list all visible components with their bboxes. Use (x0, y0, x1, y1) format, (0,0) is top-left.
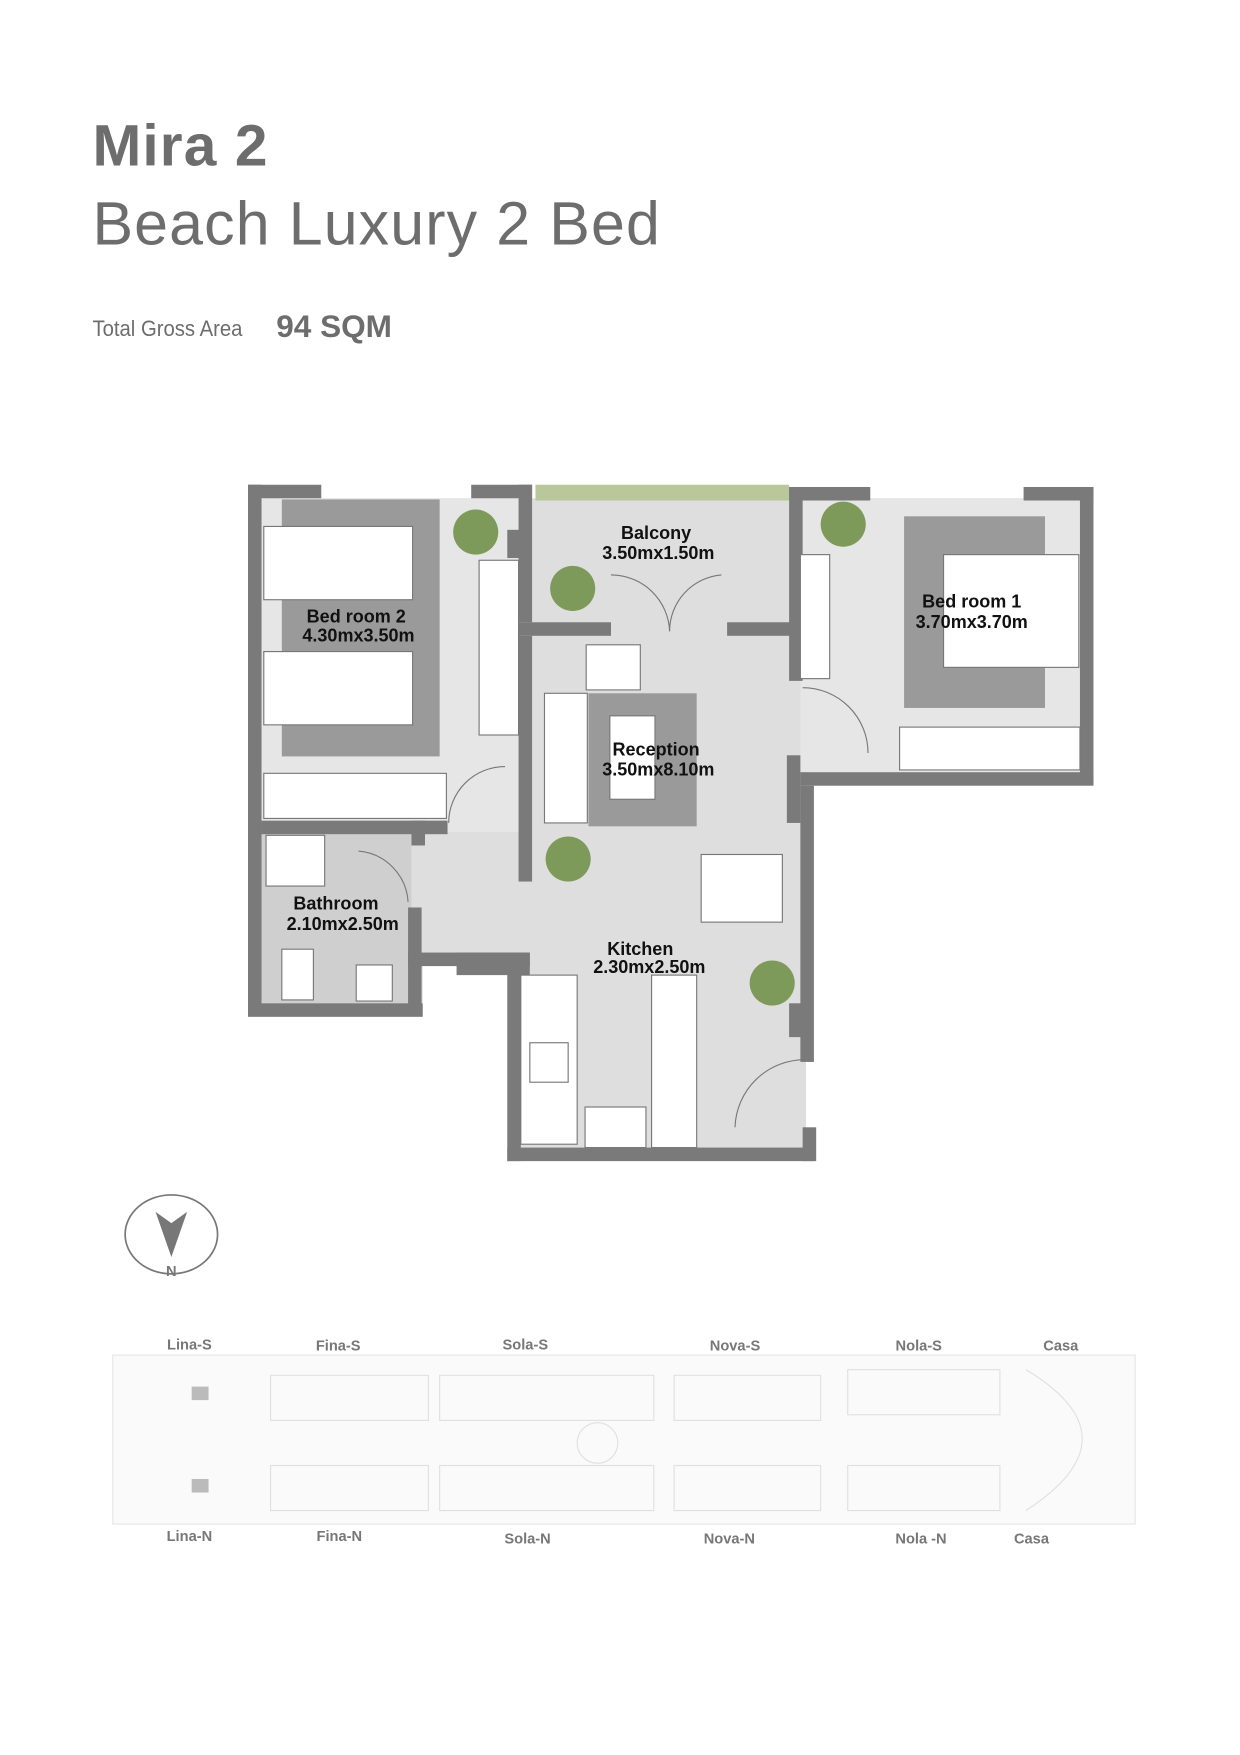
bathtub-icon (265, 834, 326, 887)
plant-icon (453, 509, 499, 555)
unit-type: Beach Luxury 2 Bed (92, 190, 661, 259)
planter-strip (535, 484, 790, 501)
room-name-balcony: Balcony (621, 523, 691, 543)
site-label-bottom: Lina-N (167, 1529, 213, 1545)
site-label-bottom: Fina-N (317, 1529, 363, 1545)
site-label-top: Lina-S (167, 1337, 212, 1353)
site-label-bottom: Sola-N (504, 1531, 550, 1547)
coffee-table-icon (609, 715, 656, 800)
unit-location-marker (191, 1386, 209, 1401)
room-size-reception: 3.50mx8.10m (602, 760, 714, 780)
site-label-top: Nola-S (896, 1339, 943, 1355)
site-label-bottom: Nova-N (704, 1531, 755, 1547)
site-plan: Lina-S Fina-S Sola-S Nova-S Nola-S Casa … (112, 1337, 1136, 1547)
room-name-bathroom: Bathroom (293, 894, 378, 914)
area-label: Total Gross Area (92, 316, 243, 342)
unit-location-marker (191, 1479, 209, 1493)
walls (248, 484, 1094, 1162)
site-label-top: Sola-S (503, 1337, 549, 1353)
door-swings (358, 574, 869, 1128)
compass-label: N (166, 1264, 177, 1280)
wardrobe-icon (478, 559, 520, 736)
plant-icon (550, 565, 596, 611)
plant-icon (545, 836, 591, 882)
stove-icon (584, 1106, 647, 1149)
area-value: 94 SQM (276, 308, 392, 344)
kitchen-sink-icon (529, 1042, 569, 1083)
closet-icon (899, 726, 1081, 771)
north-compass-icon: N (124, 1194, 219, 1280)
single-bed-icon (263, 525, 414, 601)
site-label-bottom: Casa (1014, 1531, 1050, 1547)
room-size-kitchen: 2.30mx2.50m (593, 957, 705, 977)
site-label-top: Fina-S (316, 1339, 361, 1355)
kitchen-island-icon (651, 974, 698, 1149)
sink-icon (355, 964, 393, 1002)
room-name-bedroom-2: Bed room 2 (307, 606, 406, 626)
toilet-icon (281, 948, 314, 1001)
plants (453, 501, 866, 1006)
single-bed-icon (263, 651, 414, 726)
dining-table-icon (700, 853, 783, 923)
site-label-top: Nova-S (710, 1339, 761, 1355)
sofa-icon (543, 692, 588, 824)
site-label-top: Casa (1043, 1339, 1079, 1355)
room-size-bedroom-2: 4.30mx3.50m (302, 625, 414, 645)
room-size-bathroom: 2.10mx2.50m (287, 914, 399, 934)
plant-icon (749, 960, 795, 1006)
closet-icon (263, 772, 447, 819)
tv-unit-icon (799, 554, 831, 680)
room-name-kitchen: Kitchen (607, 939, 673, 959)
site-label-bottom: Nola -N (895, 1531, 946, 1547)
room-size-balcony: 3.50mx1.50m (602, 543, 714, 563)
page-title: Mira 2 (92, 113, 269, 180)
armchair-icon (585, 644, 641, 691)
plant-icon (820, 501, 866, 547)
room-name-reception: Reception (613, 739, 700, 759)
room-size-bedroom-1: 3.70mx3.70m (916, 612, 1028, 632)
room-name-bedroom-1: Bed room 1 (922, 592, 1021, 612)
double-bed-icon (942, 554, 1080, 668)
